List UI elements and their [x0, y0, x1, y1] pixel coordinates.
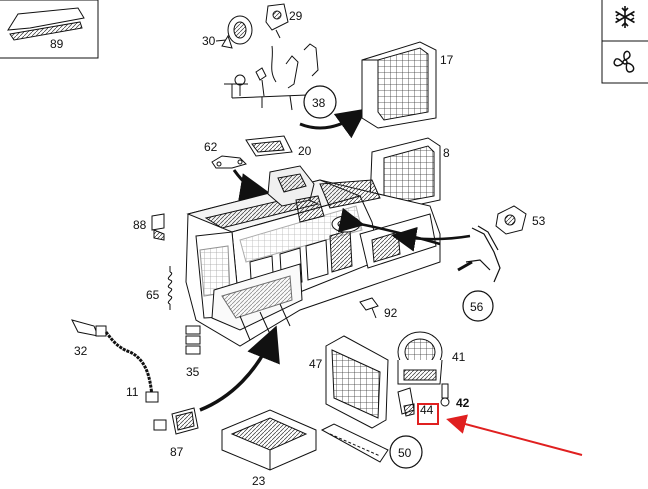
label-8: 8: [443, 146, 450, 160]
part-32-sensor: [71, 319, 107, 337]
arrow-38-to-17: [299, 108, 367, 139]
part-35-clips: [185, 325, 201, 355]
part-23-tray: [221, 409, 317, 471]
part-17-flap-housing: [361, 41, 437, 129]
fan-icon: [613, 50, 635, 73]
label-20: 20: [298, 144, 312, 158]
snowflake-icon: [615, 6, 635, 28]
label-53: 53: [532, 214, 546, 228]
callout-38: 38: [303, 85, 337, 119]
part-41-blower: [397, 331, 443, 385]
label-56: 56: [470, 300, 484, 314]
arrow-56-lower: [457, 260, 473, 272]
label-29: 29: [289, 9, 303, 23]
arrow-56: [391, 226, 471, 252]
linkage-parts: [224, 43, 333, 111]
label-92: 92: [384, 306, 398, 320]
part-29: [265, 3, 289, 39]
part-53: [495, 205, 527, 235]
label-41: 41: [452, 350, 466, 364]
part-30-actuator: [215, 15, 253, 49]
label-42: 42: [456, 396, 470, 410]
part-87: [171, 407, 199, 435]
part-20: [245, 135, 293, 157]
part-50-grille: [320, 423, 389, 463]
label-35: 35: [186, 365, 200, 379]
part-11-cable: [104, 331, 154, 397]
label-65: 65: [146, 288, 160, 302]
label-47: 47: [309, 357, 323, 371]
label-38: 38: [312, 96, 326, 110]
highlight-arrow: [446, 414, 583, 456]
part-44: [397, 387, 415, 417]
part-62: [211, 155, 247, 169]
part-47-filter: [325, 335, 389, 429]
label-88: 88: [133, 218, 147, 232]
highlight-box-44: [417, 403, 439, 425]
label-32: 32: [74, 344, 88, 358]
part-65-spring: [167, 266, 173, 310]
part-88: [151, 213, 165, 241]
label-50: 50: [398, 446, 412, 460]
part-56-bracket: [465, 225, 501, 283]
inset-icons: [601, 0, 648, 84]
arrow-62: [232, 169, 270, 203]
callout-50: 50: [389, 435, 423, 469]
label-62: 62: [204, 140, 218, 154]
label-11: 11: [126, 385, 139, 399]
part-92-screw: [359, 297, 379, 319]
label-30: 30: [202, 34, 216, 48]
part-42: [440, 383, 450, 407]
label-87: 87: [170, 445, 184, 459]
label-44: 44: [420, 403, 434, 417]
callout-56: 56: [462, 290, 494, 322]
label-89: 89: [50, 37, 64, 51]
inset-box-89: 89: [0, 0, 99, 59]
arrow-87: [199, 325, 280, 412]
part-8-housing: [369, 137, 441, 213]
label-17: 17: [440, 53, 454, 67]
label-23: 23: [252, 474, 266, 488]
part-11-connector: [145, 391, 167, 431]
